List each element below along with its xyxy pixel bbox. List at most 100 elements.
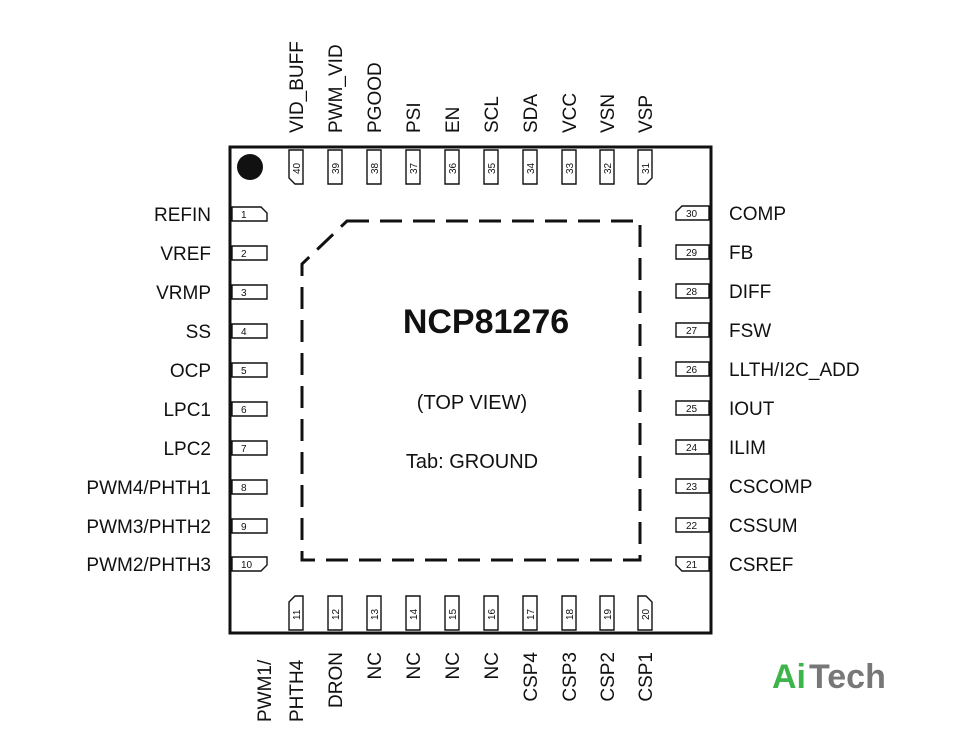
pin-label: LPC1 [163, 400, 211, 421]
pin-pad [405, 595, 421, 631]
pin-label: OCP [170, 361, 211, 382]
pin-pad [231, 440, 268, 456]
pin-number: 20 [641, 608, 652, 620]
pin-pad [405, 149, 421, 185]
pin-pad [675, 517, 710, 533]
pin-number: 29 [686, 248, 698, 259]
pin-pad [561, 595, 577, 631]
tab-label: Tab: GROUND [406, 451, 538, 473]
pin-number: 36 [448, 162, 459, 174]
pin-label-line2: PHTH4 [287, 659, 308, 722]
pin-pad [231, 362, 268, 378]
pin-label: CSSUM [729, 516, 798, 537]
pin-number: 31 [641, 162, 652, 174]
pin-pad [231, 518, 268, 534]
pin-number: 10 [241, 560, 253, 571]
pin-label: PWM4/PHTH1 [86, 478, 211, 499]
pin-pad [483, 595, 499, 631]
pin-pad [327, 595, 343, 631]
pin-number: 19 [603, 608, 614, 620]
pin-label: PGOOD [365, 62, 386, 133]
pin-number: 2 [241, 249, 247, 260]
pin-pad [675, 478, 710, 494]
pin-pad [444, 149, 460, 185]
pin-number: 25 [686, 404, 698, 415]
pin-pad [288, 149, 304, 185]
pin-pad [483, 149, 499, 185]
pin-number: 11 [292, 609, 303, 620]
pin-number: 28 [686, 287, 698, 298]
pin-label: NC [365, 652, 386, 679]
pin-label: CSP4 [521, 652, 542, 702]
pin-pad [231, 479, 268, 495]
pin-pad [231, 284, 268, 300]
pin-pad [675, 556, 710, 572]
pin-label: VREF [160, 244, 211, 265]
pin-pad [561, 149, 577, 185]
pin-label: PWM2/PHTH3 [86, 555, 211, 576]
pin-number: 26 [686, 365, 698, 376]
pin-pad [231, 401, 268, 417]
pin-pad [675, 439, 710, 455]
pins-group: 1REFIN2VREF3VRMP4SS5OCP6LPC17LPC28PWM4/P… [86, 41, 859, 722]
pin-number: 37 [409, 162, 420, 174]
pin-pad [288, 595, 304, 631]
pin-label: PSI [404, 102, 425, 133]
pin-pad [675, 361, 710, 377]
pin-label: CSP1 [636, 652, 657, 702]
pin-number: 34 [526, 162, 537, 174]
pin-pad [637, 149, 653, 185]
pin-label: FSW [729, 321, 771, 342]
pin-pad [327, 149, 343, 185]
pin-pad [231, 556, 268, 572]
pin-pad [444, 595, 460, 631]
view-label: (TOP VIEW) [417, 392, 527, 414]
pin-number: 6 [241, 405, 247, 416]
pin-label: LPC2 [163, 439, 211, 460]
logo-ai: Ai [772, 658, 806, 696]
pin-number: 14 [409, 608, 420, 620]
pin-number: 16 [487, 608, 498, 620]
pin-pad [675, 205, 710, 221]
pin-label: VSN [598, 94, 619, 133]
pin-number: 22 [686, 521, 698, 532]
logo-tech: Tech [809, 658, 886, 696]
pin-number: 33 [565, 162, 576, 174]
pin-number: 24 [686, 443, 698, 454]
pin-label: EN [443, 107, 464, 133]
pin-label: CSCOMP [729, 477, 812, 498]
pin-label: DRON [326, 652, 347, 708]
exposed-pad-outline [300, 219, 642, 562]
pin-number: 30 [686, 209, 698, 220]
pin-number: 7 [241, 444, 247, 455]
pin-label: PWM3/PHTH2 [86, 517, 211, 538]
pin-number: 38 [370, 162, 381, 174]
package-outline [228, 145, 713, 635]
pin-label: NC [404, 652, 425, 679]
pin1-indicator-dot [237, 154, 263, 180]
pin-pad [231, 206, 268, 222]
pin-pad [675, 400, 710, 416]
pin-number: 21 [686, 560, 698, 571]
pin-label: REFIN [154, 205, 211, 226]
pin-label: ILIM [729, 438, 766, 459]
pin-number: 32 [603, 162, 614, 174]
pin-label: COMP [729, 204, 786, 225]
pin-pad [522, 595, 538, 631]
pin-number: 35 [487, 162, 498, 174]
pin-number: 40 [292, 162, 303, 174]
chip-name: NCP81276 [403, 303, 569, 341]
pin-number: 3 [241, 288, 247, 299]
pin-label: CSP2 [598, 652, 619, 702]
pin-label: CSP3 [560, 652, 581, 702]
pin-pad [675, 283, 710, 299]
pin-label: SDA [521, 94, 542, 133]
pin-pad [522, 149, 538, 185]
pin-label: FB [729, 243, 753, 264]
pin-number: 4 [241, 327, 247, 338]
aitech-logo: Ai Tech [772, 658, 886, 696]
pin-label: VSP [636, 95, 657, 133]
pin-label: NC [482, 652, 503, 679]
pin-pad [366, 595, 382, 631]
